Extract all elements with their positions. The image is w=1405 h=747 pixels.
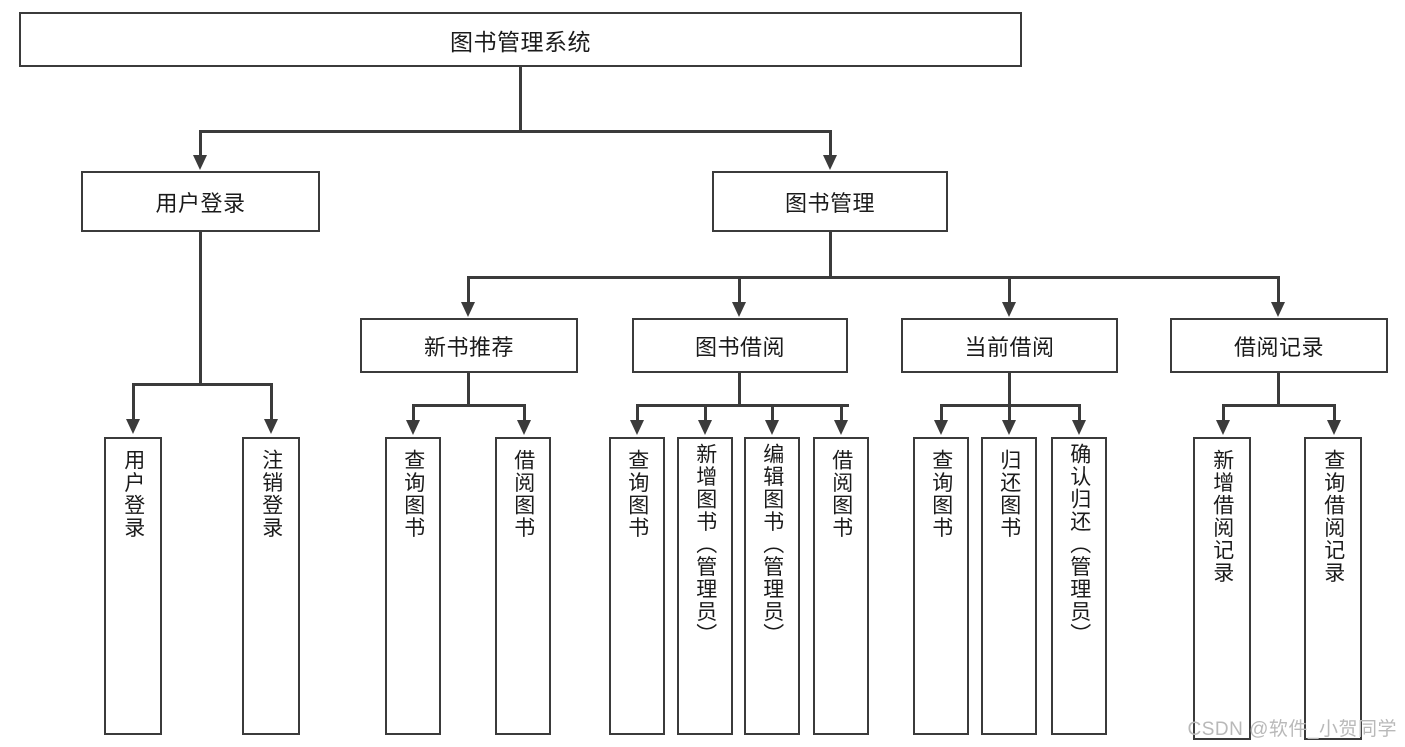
arrowhead-bm-to-book-borrow: [732, 302, 746, 317]
connector-bm-to-book-borrow: [738, 276, 741, 304]
arrowhead-user-login-to-leaf-2: [264, 419, 278, 434]
connector-new-book-recommend-bus: [413, 404, 525, 407]
connector-bb-to-leaf-2: [704, 404, 707, 423]
leaf-confirm-return[interactable]: 确认归还（管理员）: [1051, 437, 1107, 735]
leaf-label: 编辑图书（管理员）: [760, 443, 784, 646]
arrowhead-br-to-leaf-2: [1327, 420, 1341, 435]
node-label: 用户登录: [155, 190, 246, 216]
connector-bb-to-leaf-3: [771, 404, 774, 423]
node-label: 当前借阅: [964, 334, 1055, 360]
leaf-label: 新增图书（管理员）: [693, 443, 717, 646]
connector-root-to-book-management: [829, 130, 832, 157]
leaf-label: 新增借阅记录: [1210, 449, 1234, 584]
leaf-label: 查询图书: [401, 449, 425, 539]
connector-user-login-to-leaf-2: [270, 383, 273, 421]
connector-bb-to-leaf-4: [840, 404, 843, 423]
node-label: 借阅记录: [1233, 334, 1324, 360]
leaf-label: 用户登录: [121, 449, 145, 539]
arrowhead-bb-to-leaf-2: [698, 420, 712, 435]
connector-cb-to-leaf-1: [940, 404, 943, 423]
leaf-query-book-3[interactable]: 查询图书: [913, 437, 969, 735]
arrowhead-nbr-to-leaf-2: [517, 420, 531, 435]
leaf-logout-login[interactable]: 注销登录: [242, 437, 300, 735]
arrowhead-root-to-user-login: [193, 155, 207, 170]
connector-br-to-leaf-2: [1333, 404, 1336, 423]
connector-borrow-record-bus: [1223, 404, 1335, 407]
connector-bm-to-new-book-recommend: [467, 276, 470, 304]
connector-new-book-recommend-stem: [467, 373, 470, 406]
node-label: 图书借阅: [694, 334, 785, 360]
connector-root-to-user-login: [199, 130, 202, 157]
leaf-query-book-2[interactable]: 查询图书: [609, 437, 665, 735]
node-new-book-recommend[interactable]: 新书推荐: [360, 318, 578, 373]
leaf-return-book[interactable]: 归还图书: [981, 437, 1037, 735]
connector-root-bus: [199, 130, 831, 133]
node-root-book-management-system[interactable]: 图书管理系统: [19, 12, 1022, 67]
leaf-add-book[interactable]: 新增图书（管理员）: [677, 437, 733, 735]
connector-borrow-record-stem: [1277, 373, 1280, 406]
connector-br-to-leaf-1: [1222, 404, 1225, 423]
connector-nbr-to-leaf-2: [523, 404, 526, 423]
connector-user-login-to-leaf-1: [132, 383, 135, 421]
arrowhead-bm-to-borrow-record: [1271, 302, 1285, 317]
leaf-label: 查询图书: [929, 449, 953, 539]
arrowhead-bb-to-leaf-3: [765, 420, 779, 435]
connector-current-borrow-stem: [1008, 373, 1011, 406]
connector-user-login-bus: [133, 383, 272, 386]
arrowhead-bm-to-current-borrow: [1002, 302, 1016, 317]
connector-user-login-stem: [199, 232, 202, 385]
node-label: 图书管理: [784, 190, 875, 216]
leaf-label: 注销登录: [259, 449, 283, 539]
leaf-label: 借阅图书: [511, 449, 535, 539]
arrowhead-user-login-to-leaf-1: [126, 419, 140, 434]
node-book-borrow[interactable]: 图书借阅: [632, 318, 848, 373]
arrowhead-cb-to-leaf-1: [934, 420, 948, 435]
leaf-borrow-book-2[interactable]: 借阅图书: [813, 437, 869, 735]
connector-root-stem: [519, 67, 522, 132]
leaf-query-book-1[interactable]: 查询图书: [385, 437, 441, 735]
leaf-add-borrow-record[interactable]: 新增借阅记录: [1193, 437, 1251, 740]
leaf-label: 确认归还（管理员）: [1067, 443, 1091, 646]
connector-book-borrow-stem: [738, 373, 741, 406]
arrowhead-bm-to-new-book-recommend: [461, 302, 475, 317]
arrowhead-cb-to-leaf-3: [1072, 420, 1086, 435]
leaf-label: 查询借阅记录: [1321, 449, 1345, 584]
arrowhead-br-to-leaf-1: [1216, 420, 1230, 435]
leaf-label: 归还图书: [997, 449, 1021, 539]
node-label: 新书推荐: [423, 334, 514, 360]
node-label: 图书管理系统: [450, 28, 591, 55]
arrowhead-bb-to-leaf-4: [834, 420, 848, 435]
arrowhead-bb-to-leaf-1: [630, 420, 644, 435]
leaf-user-login[interactable]: 用户登录: [104, 437, 162, 735]
arrowhead-nbr-to-leaf-1: [406, 420, 420, 435]
leaf-label: 借阅图书: [829, 449, 853, 539]
connector-nbr-to-leaf-1: [412, 404, 415, 423]
leaf-label: 查询图书: [625, 449, 649, 539]
connector-cb-to-leaf-3: [1078, 404, 1081, 423]
node-current-borrow[interactable]: 当前借阅: [901, 318, 1118, 373]
arrowhead-root-to-book-management: [823, 155, 837, 170]
connector-book-management-stem: [829, 232, 832, 278]
node-borrow-record[interactable]: 借阅记录: [1170, 318, 1388, 373]
connector-book-borrow-bus: [637, 404, 849, 407]
connector-bm-to-current-borrow: [1008, 276, 1011, 304]
leaf-edit-book[interactable]: 编辑图书（管理员）: [744, 437, 800, 735]
connector-cb-to-leaf-2: [1008, 404, 1011, 423]
node-book-management[interactable]: 图书管理: [712, 171, 948, 232]
node-user-login[interactable]: 用户登录: [81, 171, 320, 232]
watermark-text: CSDN @软件_小贺同学: [1187, 719, 1397, 740]
connector-current-borrow-bus: [941, 404, 1080, 407]
arrowhead-cb-to-leaf-2: [1002, 420, 1016, 435]
connector-book-management-bus: [467, 276, 1279, 279]
connector-bm-to-borrow-record: [1277, 276, 1280, 304]
leaf-borrow-book-1[interactable]: 借阅图书: [495, 437, 551, 735]
connector-bb-to-leaf-1: [636, 404, 639, 423]
leaf-query-borrow-record[interactable]: 查询借阅记录: [1304, 437, 1362, 740]
